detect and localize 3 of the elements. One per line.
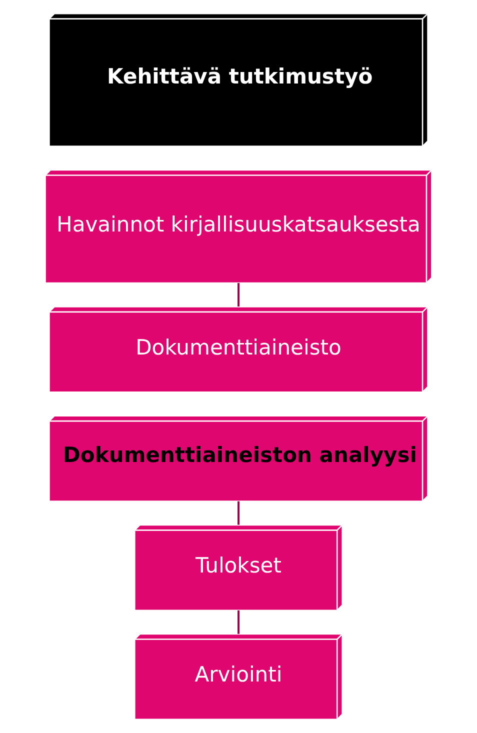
- connector: [238, 610, 240, 634]
- connector: [238, 501, 240, 525]
- connector: [238, 283, 240, 307]
